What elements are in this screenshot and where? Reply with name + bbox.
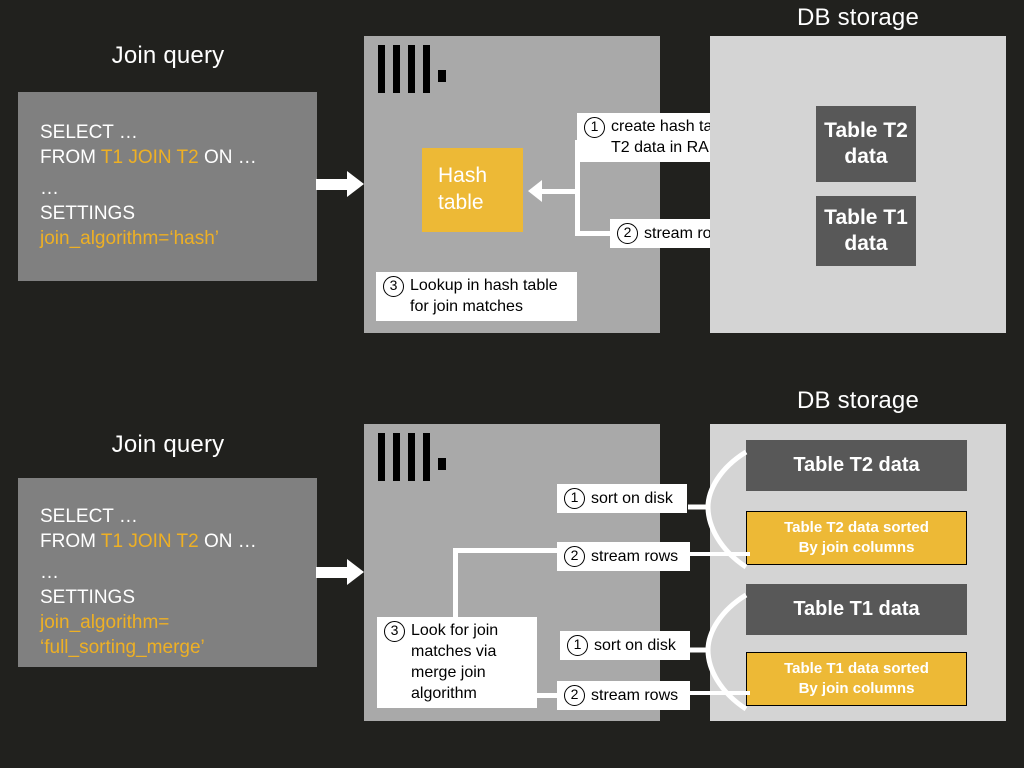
bottom-query-setting-name: join_algorithm= xyxy=(40,612,170,633)
bottom-callout-merge-join: 3 Look for join matches via merge join a… xyxy=(377,617,537,708)
bottom-callout-stream-t1-text: stream rows xyxy=(591,686,679,704)
bottom-connector-horizontal-bottom xyxy=(534,693,562,698)
bottom-join-query-box: SELECT … FROM T1 JOIN T2 ON … … SETTINGS… xyxy=(18,478,317,667)
bottom-join-query-title: Join query xyxy=(111,431,225,458)
bottom-callout-sort-t1: 1 sort on disk xyxy=(560,631,690,660)
circled-number-icon: 2 xyxy=(617,223,638,244)
circled-number-icon: 3 xyxy=(384,621,405,642)
bottom-chip-table-t1-label: Table T1 data xyxy=(793,598,920,620)
top-db-storage-panel xyxy=(710,36,1006,333)
top-chip-table-t2-label: Table T2 data xyxy=(824,119,908,168)
bottom-query-line-4: SETTINGS xyxy=(40,587,136,608)
circled-number-icon: 1 xyxy=(567,635,588,656)
top-query-on-clause: ON … xyxy=(198,147,257,168)
top-query-join-tables: T1 JOIN T2 xyxy=(100,147,199,168)
top-query-to-compute-arrow xyxy=(316,171,364,197)
bottom-sort-brackets xyxy=(688,449,748,712)
bottom-line-stream-rows-t2 xyxy=(660,552,750,556)
circled-number-icon: 3 xyxy=(383,276,404,297)
bottom-query-from-keyword: FROM xyxy=(40,531,101,552)
bottom-callout-sort-t2-text: sort on disk xyxy=(591,489,673,507)
top-chip-table-t2: Table T2 data xyxy=(816,106,916,182)
bottom-query-line-3: … xyxy=(40,562,59,583)
top-query-line-2: FROM T1 JOIN T2 ON … xyxy=(40,145,295,170)
bottom-chip-table-t2-sorted: Table T2 data sorted By join columns xyxy=(746,511,967,565)
bottom-callout-stream-t1: 2 stream rows xyxy=(557,681,690,710)
bottom-callout-sort-t2: 1 sort on disk xyxy=(557,484,687,513)
bottom-chip-table-t1-sorted-label: Table T1 data sorted By join columns xyxy=(784,660,929,697)
hash-table-block: Hash table xyxy=(422,148,523,232)
bottom-chip-table-t2-label: Table T2 data xyxy=(793,454,920,476)
bottom-query-on-clause: ON … xyxy=(198,531,257,552)
top-chip-table-t1: Table T1 data xyxy=(816,196,916,266)
bottom-query-to-compute-arrow xyxy=(316,559,364,585)
top-query-from-keyword: FROM xyxy=(40,147,101,168)
clickhouse-logo-icon xyxy=(378,433,454,483)
bottom-db-storage-title: DB storage xyxy=(796,387,920,414)
bottom-callout-sort-t1-text: sort on disk xyxy=(594,636,676,654)
bottom-callout-stream-t2: 2 stream rows xyxy=(557,542,690,571)
hash-table-input-arrow xyxy=(528,180,578,202)
top-query-line-4: SETTINGS xyxy=(40,203,136,224)
bottom-query-setting-value: ‘full_sorting_merge’ xyxy=(40,637,205,658)
bottom-query-line-2: FROM T1 JOIN T2 ON … xyxy=(40,529,295,554)
top-query-line-3: … xyxy=(40,178,59,199)
top-connector-vertical xyxy=(575,140,580,236)
bottom-line-stream-rows-t1 xyxy=(660,691,750,695)
circled-number-icon: 2 xyxy=(564,546,585,567)
top-chip-table-t1-label: Table T1 data xyxy=(824,206,908,255)
hash-table-label: Hash table xyxy=(438,164,488,214)
bottom-callout-merge-join-text: Look for join matches via merge join alg… xyxy=(411,622,499,702)
bottom-connector-vertical xyxy=(453,548,458,620)
circled-number-icon: 1 xyxy=(584,117,605,138)
bottom-chip-table-t2-sorted-label: Table T2 data sorted By join columns xyxy=(784,519,929,556)
bottom-query-line-1: SELECT … xyxy=(40,506,138,527)
bottom-chip-table-t1-sorted: Table T1 data sorted By join columns xyxy=(746,652,967,706)
top-query-line-1: SELECT … xyxy=(40,122,138,143)
bottom-query-join-tables: T1 JOIN T2 xyxy=(100,531,199,552)
bottom-callout-stream-t2-text: stream rows xyxy=(591,547,679,565)
bottom-chip-table-t2: Table T2 data xyxy=(746,440,967,491)
top-query-setting: join_algorithm=‘hash’ xyxy=(40,228,220,249)
bottom-connector-horizontal-top xyxy=(453,548,558,553)
top-callout-3: 3 Lookup in hash table for join matches xyxy=(376,272,577,321)
top-join-query-title: Join query xyxy=(111,42,225,69)
top-callout-3-text: Lookup in hash table for join matches xyxy=(410,277,558,315)
circled-number-icon: 2 xyxy=(564,685,585,706)
top-db-storage-title: DB storage xyxy=(796,4,920,31)
bottom-chip-table-t1: Table T1 data xyxy=(746,584,967,635)
clickhouse-logo-icon xyxy=(378,45,454,95)
circled-number-icon: 1 xyxy=(564,488,585,509)
top-join-query-box: SELECT … FROM T1 JOIN T2 ON … … SETTINGS… xyxy=(18,92,317,281)
